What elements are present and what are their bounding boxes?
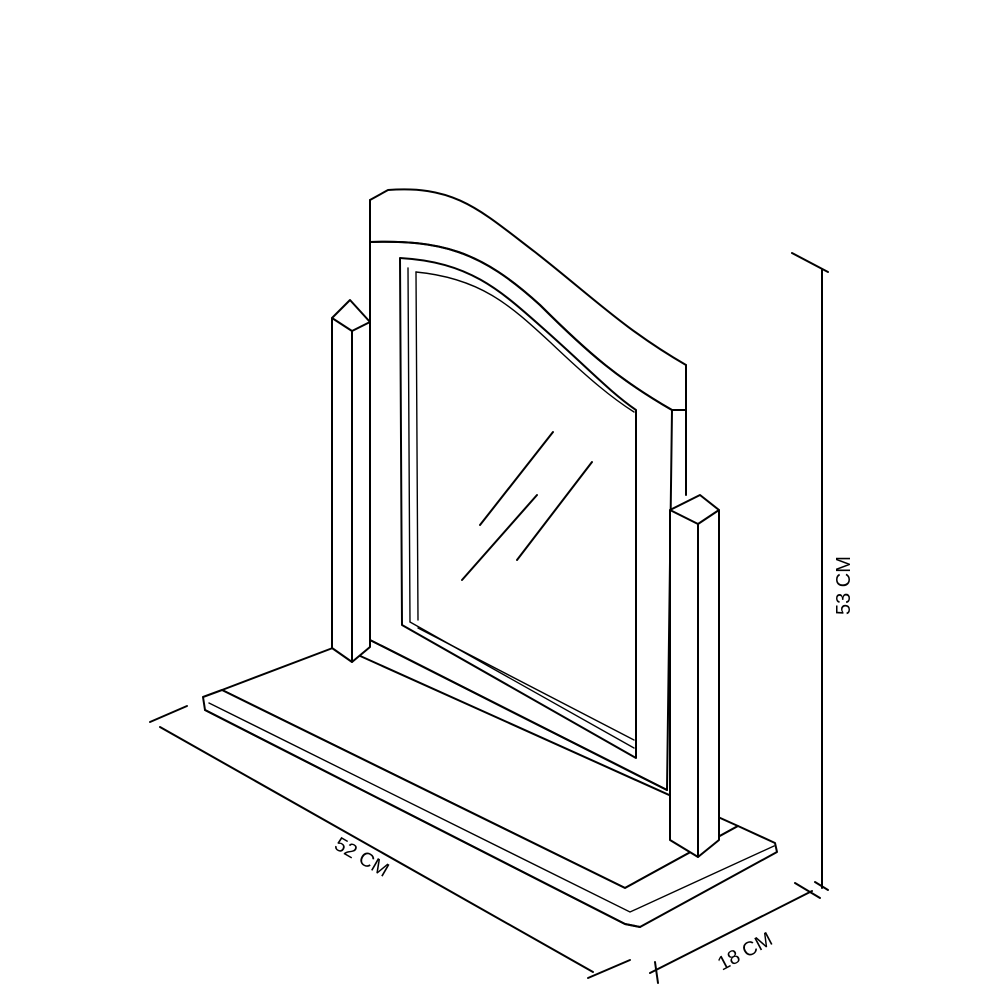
mirror-frame <box>369 188 687 791</box>
height-dimension: 53 CM <box>791 252 855 891</box>
left-post <box>331 299 371 663</box>
right-post <box>669 494 720 858</box>
height-label: 53 CM <box>833 556 855 615</box>
mirror-base <box>202 645 778 928</box>
